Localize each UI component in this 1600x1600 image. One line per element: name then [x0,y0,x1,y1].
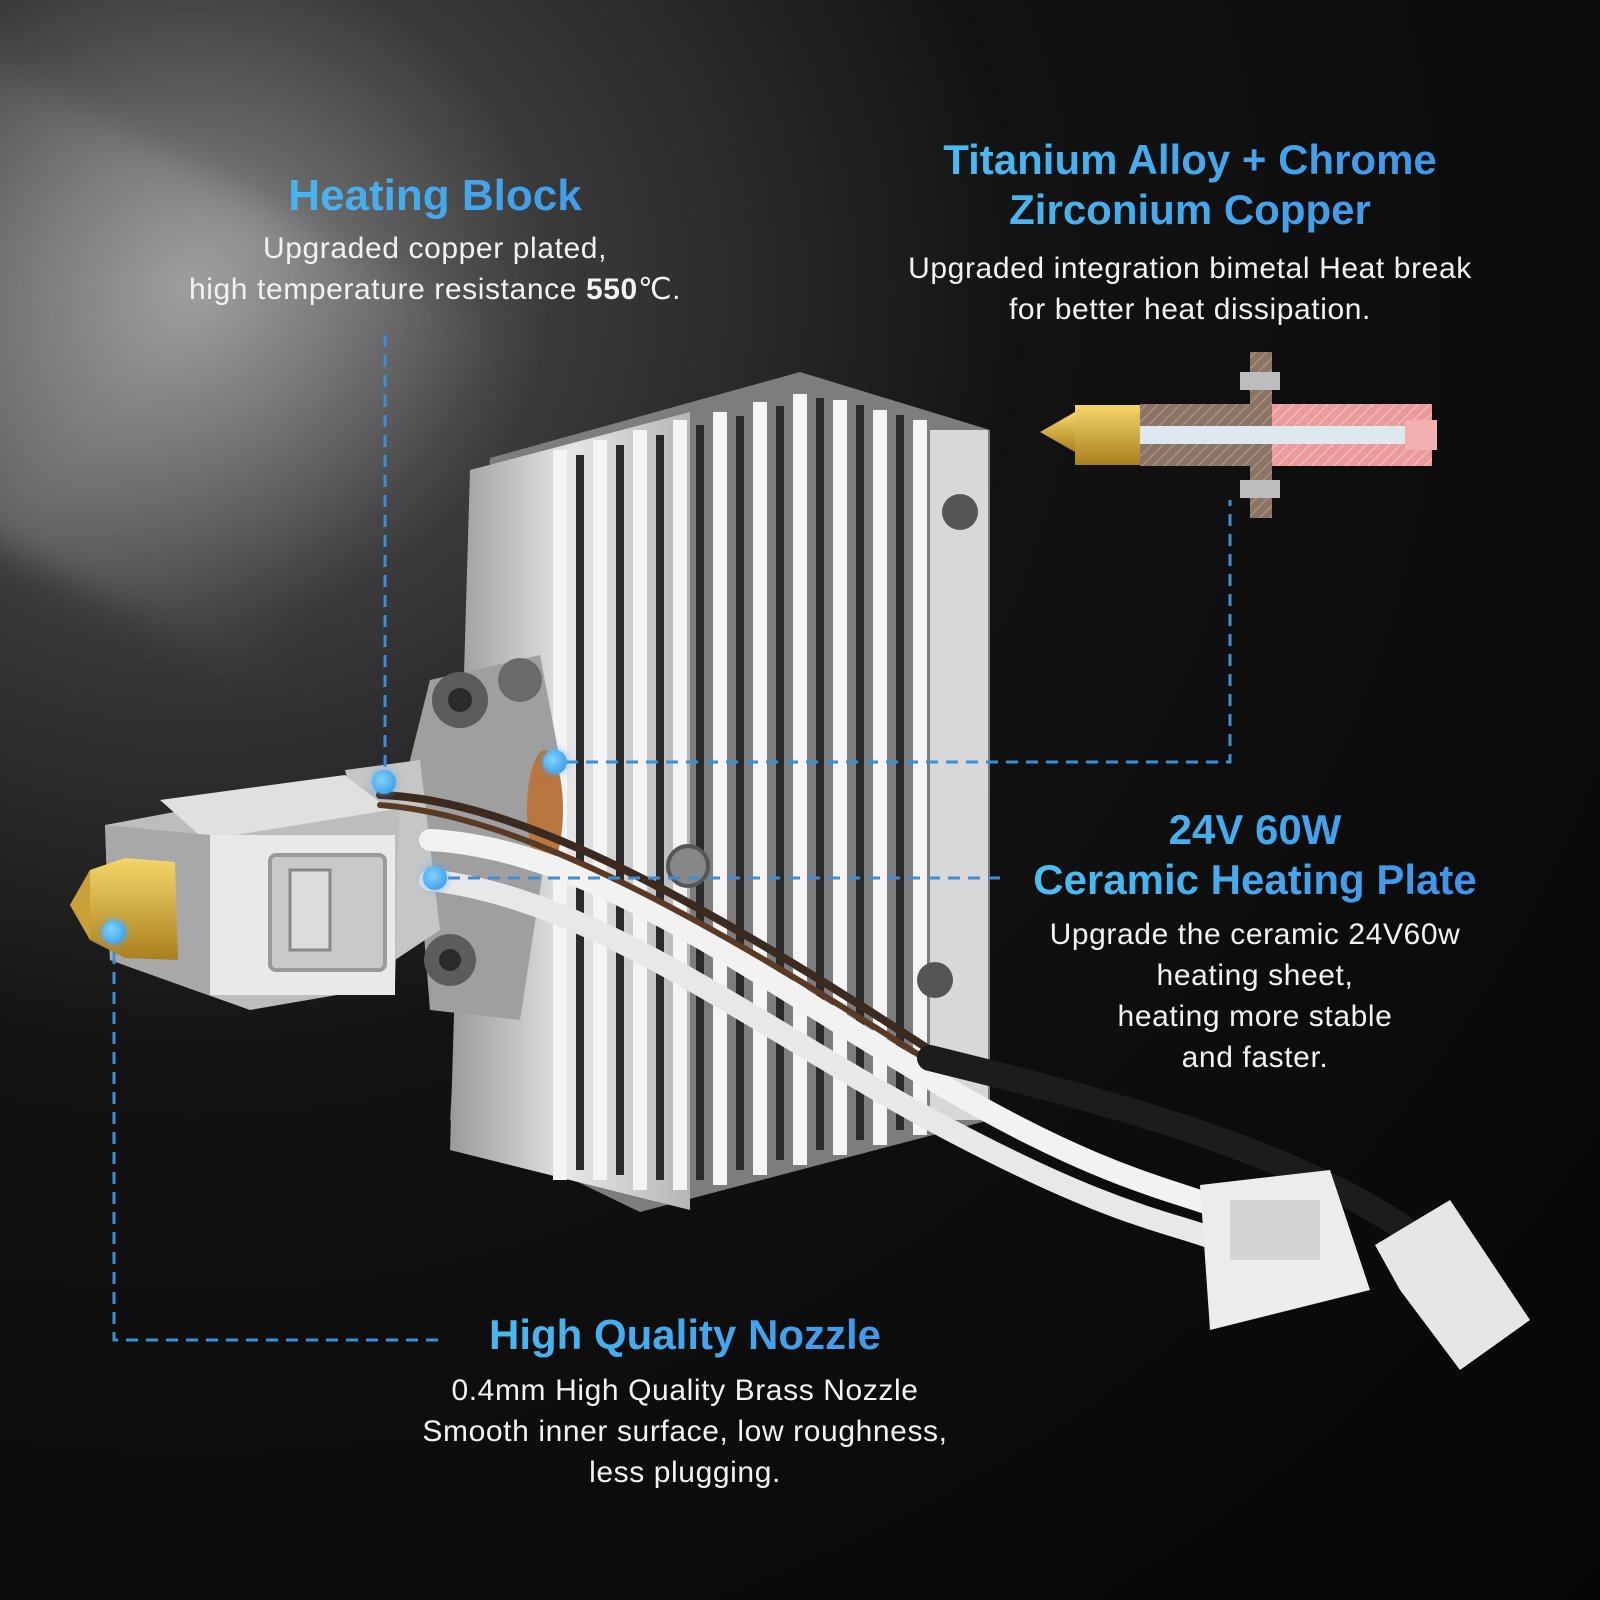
nozzle-title: High Quality Nozzle [370,1310,1000,1360]
heating-block-unit: ℃. [637,272,682,306]
connectors [1200,1170,1530,1370]
ceramic-plate-marker [423,866,447,890]
heating-block-title: Heating Block [130,170,740,222]
ceramic-plate-line3: heating more stable [1117,1000,1393,1034]
nozzle-marker [102,920,126,944]
heating-block-desc: Upgraded copper plated, high temperature… [130,228,740,310]
heat-break-marker [543,750,567,774]
nozzle-line2: Smooth inner surface, low roughness, [422,1414,948,1448]
nozzle-desc: 0.4mm High Quality Brass Nozzle Smooth i… [370,1370,1000,1493]
nozzle-line3: less plugging. [589,1455,781,1489]
ceramic-plate-title-line1: 24V 60W [1168,806,1342,853]
heat-break-line2: for better heat dissipation. [1008,293,1371,327]
heating-block-line1: Upgraded copper plated, [262,231,608,265]
ceramic-plate-desc: Upgrade the ceramic 24V60w heating sheet… [1000,914,1510,1078]
ceramic-plate-callout: 24V 60W Ceramic Heating Plate Upgrade th… [1000,805,1510,1078]
heating-block-temp: 550 [585,272,638,306]
heat-break-diagram [1040,352,1437,518]
heat-break-line1: Upgraded integration bimetal Heat break [908,252,1472,286]
heat-break-title-line1: Titanium Alloy + Chrome [943,136,1437,183]
heating-block-body [105,760,440,1010]
ceramic-plate-line4: and faster. [1181,1041,1329,1075]
leader-lines [112,335,1232,1342]
ceramic-plate-line1: Upgrade the ceramic 24V60w [1049,918,1461,952]
heating-block-callout: Heating Block Upgraded copper plated, hi… [130,170,740,310]
heating-block-line2: high temperature resistance 550℃. [130,269,740,310]
heat-break-title-line2: Zirconium Copper [1009,185,1371,233]
heating-block-line2-prefix: high temperature resistance [188,272,586,306]
brass-nozzle [70,858,178,960]
ceramic-plate-line2: heating sheet, [1156,959,1354,993]
nozzle-line1: 0.4mm High Quality Brass Nozzle [451,1373,919,1407]
heat-break-callout: Titanium Alloy + Chrome Zirconium Copper… [850,135,1530,330]
ceramic-plate-title-line2: Ceramic Heating Plate [1033,855,1477,903]
heat-break-desc: Upgraded integration bimetal Heat break … [850,248,1530,330]
heating-block-marker [372,770,396,794]
ceramic-plate-title: 24V 60W Ceramic Heating Plate [1000,805,1510,904]
wires [376,791,1433,1261]
heat-break-title: Titanium Alloy + Chrome Zirconium Copper [850,135,1530,234]
nozzle-callout: High Quality Nozzle 0.4mm High Quality B… [370,1310,1000,1493]
